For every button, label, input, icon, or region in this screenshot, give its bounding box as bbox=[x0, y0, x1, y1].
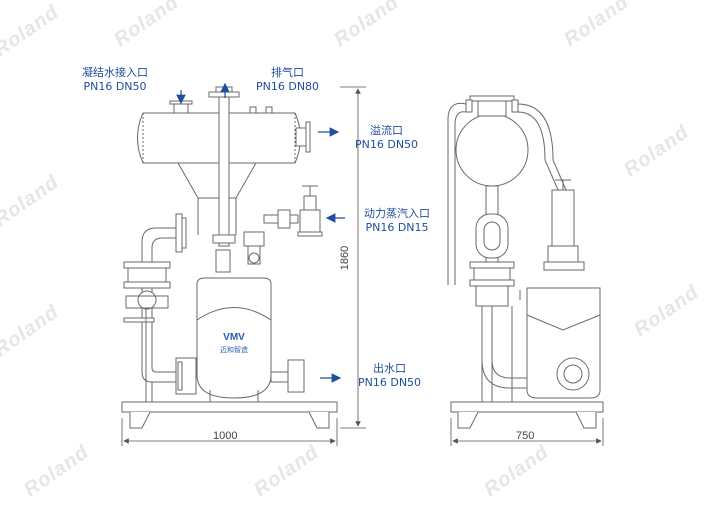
brand-subtitle: 迈和智造 bbox=[220, 345, 248, 354]
vent-spec: PN16 DN80 bbox=[256, 80, 320, 93]
outlet-spec: PN16 DN50 bbox=[358, 376, 422, 389]
outlet-name: 出水口 bbox=[373, 362, 407, 375]
condensate-inlet-name: 凝结水接入口 bbox=[82, 66, 148, 79]
overflow-name: 溢流口 bbox=[370, 124, 404, 137]
condensate-inlet-spec: PN16 DN50 bbox=[83, 80, 147, 93]
motive-steam-label: 动力蒸汽入口 PN16 DN15 bbox=[364, 207, 430, 235]
motive-steam-spec: PN16 DN15 bbox=[365, 221, 429, 234]
height-value: 1860 bbox=[339, 245, 352, 271]
outlet-label: 出水口 PN16 DN50 bbox=[358, 362, 421, 390]
pump-body bbox=[196, 277, 272, 399]
side-width-value: 750 bbox=[516, 430, 535, 442]
overflow-label: 溢流口 PN16 DN50 bbox=[355, 124, 418, 152]
motive-steam-name: 动力蒸汽入口 bbox=[364, 207, 430, 220]
front-view bbox=[121, 86, 338, 429]
side-view bbox=[447, 95, 604, 429]
vent-label: 排气口 PN16 DN80 bbox=[256, 66, 319, 94]
base-foot-right bbox=[308, 411, 330, 429]
condensate-inlet-label: 凝结水接入口 PN16 DN50 bbox=[82, 66, 148, 94]
base-frame bbox=[121, 401, 338, 413]
vent-name: 排气口 bbox=[271, 66, 305, 79]
base-foot-left bbox=[129, 411, 151, 429]
side-width-dimension bbox=[450, 418, 604, 446]
vent-pipe bbox=[218, 95, 230, 247]
brand-logo: VMV bbox=[223, 332, 245, 343]
front-width-value: 1000 bbox=[213, 430, 238, 442]
height-dimension bbox=[340, 86, 366, 429]
front-width-dimension bbox=[121, 418, 338, 446]
overflow-spec: PN16 DN50 bbox=[355, 138, 419, 151]
tank-end-view bbox=[455, 113, 529, 187]
